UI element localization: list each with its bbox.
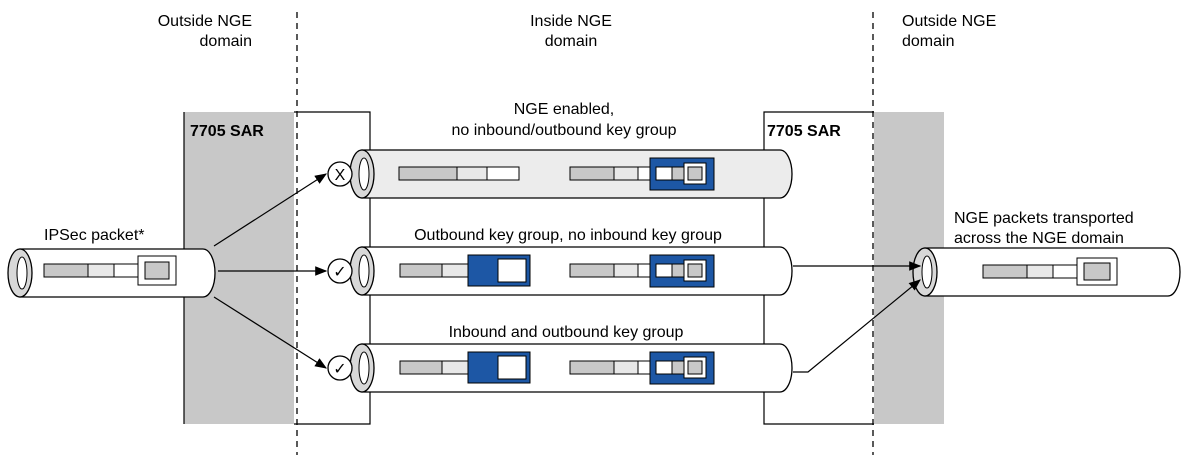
packet-t3-a: [399, 351, 531, 384]
dest-label-line2: across the NGE domain: [954, 230, 1124, 247]
svg-text:✓: ✓: [333, 361, 346, 378]
tunnel-3-label: Inbound and outbound key group: [449, 324, 684, 341]
region-right-line1: Outside NGE: [902, 13, 996, 30]
dest-label-line1: NGE packets transported: [954, 210, 1134, 227]
packet-t3-b: [569, 351, 715, 385]
arrow-to-tunnel-3: [213, 296, 328, 369]
packet-source: [43, 255, 177, 286]
arrow-tunnel-3-to-dest: [793, 279, 921, 373]
packet-t1-a: [398, 166, 520, 181]
status-check-icon-2: ✓: [327, 258, 353, 284]
status-check-icon-3: ✓: [327, 355, 353, 381]
region-left-line1: Outside NGE: [158, 13, 252, 30]
tunnel-2-label: Outbound key group, no inbound key group: [414, 227, 722, 244]
ipsec-packet-label: IPSec packet*: [44, 227, 145, 244]
region-center-line2: domain: [545, 33, 597, 50]
region-center-line1: Inside NGE: [530, 13, 612, 30]
router-right-label: 7705 SAR: [767, 123, 841, 140]
packet-t2-b: [569, 254, 715, 288]
status-x-icon: X: [327, 161, 353, 187]
arrow-to-tunnel-1: [213, 173, 328, 247]
router-left-label: 7705 SAR: [190, 123, 264, 140]
region-right-line2: domain: [902, 33, 954, 50]
packet-t2-a: [399, 254, 531, 287]
tunnel-1-label-line2: no inbound/outbound key group: [451, 122, 676, 139]
svg-text:X: X: [335, 167, 346, 184]
region-left-line2: domain: [200, 33, 252, 50]
svg-text:✓: ✓: [333, 264, 346, 281]
packet-destination: [982, 257, 1118, 286]
packet-t1-b: [569, 157, 715, 191]
tunnel-1-label-line1: NGE enabled,: [514, 101, 615, 118]
